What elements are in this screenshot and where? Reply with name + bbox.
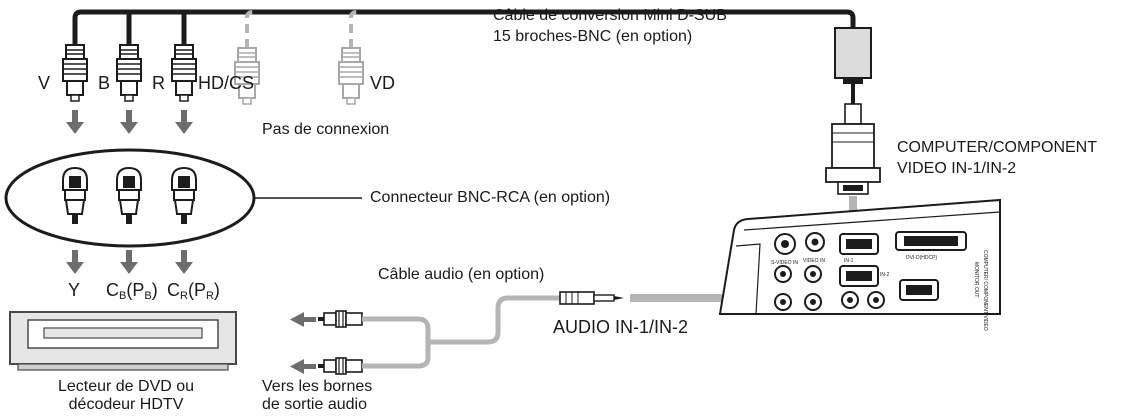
cr-letter: C xyxy=(167,280,180,300)
bnc-plug-r xyxy=(171,44,197,102)
cr-paren: (P xyxy=(187,280,206,300)
arrow-left-icon xyxy=(290,359,316,374)
plug-label-r: R xyxy=(152,73,165,93)
cb-letter: C xyxy=(106,280,119,300)
audio-in-label: AUDIO IN-1/IN-2 xyxy=(553,317,689,337)
cable-label-line2: 15 broches-BNC (en option) xyxy=(493,28,693,45)
cr-close: ) xyxy=(213,280,220,300)
plug-label-vd: VD xyxy=(370,73,396,93)
cb-sub: B xyxy=(119,290,127,302)
bnc-plug-b xyxy=(116,44,142,102)
bnc-rca-label: Connecteur BNC-RCA (en option) xyxy=(370,189,611,206)
panel-label-computer: COMPUTER/ COMPONENT VIDEO xyxy=(982,250,988,331)
panel-label-video: VIDEO IN xyxy=(803,258,825,264)
conversion-cable-label: Câble de conversion Mini D-SUB 15 broche… xyxy=(493,5,727,47)
no-connection-label: Pas de connexion xyxy=(262,121,390,138)
bnc-plug-v xyxy=(62,44,88,102)
computer-label-line2: VIDEO IN-1/IN-2 xyxy=(897,160,1017,177)
rca-adapter-icon xyxy=(171,167,197,225)
dvd-player xyxy=(9,311,237,371)
plug-label-hdcs: HD/CS xyxy=(198,73,255,93)
rca-adapter-icon xyxy=(62,167,88,225)
cb-close: ) xyxy=(151,280,158,300)
panel-label-monitor: MONITOR OUT xyxy=(973,262,979,297)
dvd-label-line2: décodeur HDTV xyxy=(68,396,184,414)
arrow-left-icon xyxy=(290,312,316,327)
cable-label-line1: Câble de conversion Mini D-SUB xyxy=(493,7,727,24)
output-label-y: Y xyxy=(68,280,81,300)
dsub-connector xyxy=(825,103,881,195)
bnc-plug-vd xyxy=(338,47,364,105)
cb-paren: (P xyxy=(126,280,145,300)
conversion-cable xyxy=(72,9,881,238)
plug-label-v: V xyxy=(38,73,51,93)
computer-input-label: COMPUTER/COMPONENT VIDEO IN-1/IN-2 xyxy=(897,137,1097,179)
dvd-player-label: Lecteur de DVD ou décodeur HDTV xyxy=(28,378,224,415)
cr-paren-sub: R xyxy=(205,290,214,302)
arrow-down-icon xyxy=(66,250,84,274)
audio-output-label: Vers les bornes de sortie audio xyxy=(262,378,372,415)
dvd-label-line1: Lecteur de DVD ou xyxy=(57,378,195,395)
output-label-cr: CR(PR) xyxy=(167,280,220,302)
arrow-down-icon xyxy=(175,250,193,274)
panel-label-dvi: DVI-D(HDCP) xyxy=(906,255,937,261)
panel-label-svideo: S-VIDEO IN xyxy=(771,260,798,266)
audio-cable-label: Câble audio (en option) xyxy=(378,266,545,283)
audio-out-line2: de sortie audio xyxy=(262,396,367,414)
audio-out-line1: Vers les bornes xyxy=(262,378,373,395)
output-label-cb: CB(PB) xyxy=(106,280,158,302)
cb-paren-sub: B xyxy=(144,290,152,302)
cr-sub: R xyxy=(180,290,188,302)
arrow-down-icon xyxy=(120,110,138,134)
plug-label-b: B xyxy=(98,73,111,93)
computer-label-line1: COMPUTER/COMPONENT xyxy=(897,139,1097,156)
arrow-down-icon xyxy=(175,110,193,134)
rca-adapter-icon xyxy=(116,167,142,225)
panel-label-in2: IN-2 xyxy=(880,272,890,278)
panel-label-in1: IN-1 xyxy=(844,258,854,264)
projector-panel: S-VIDEO IN VIDEO IN DVI-D(HDCP) IN-1 IN-… xyxy=(718,198,1001,331)
arrow-down-icon xyxy=(120,250,138,274)
arrow-down-icon xyxy=(66,110,84,134)
